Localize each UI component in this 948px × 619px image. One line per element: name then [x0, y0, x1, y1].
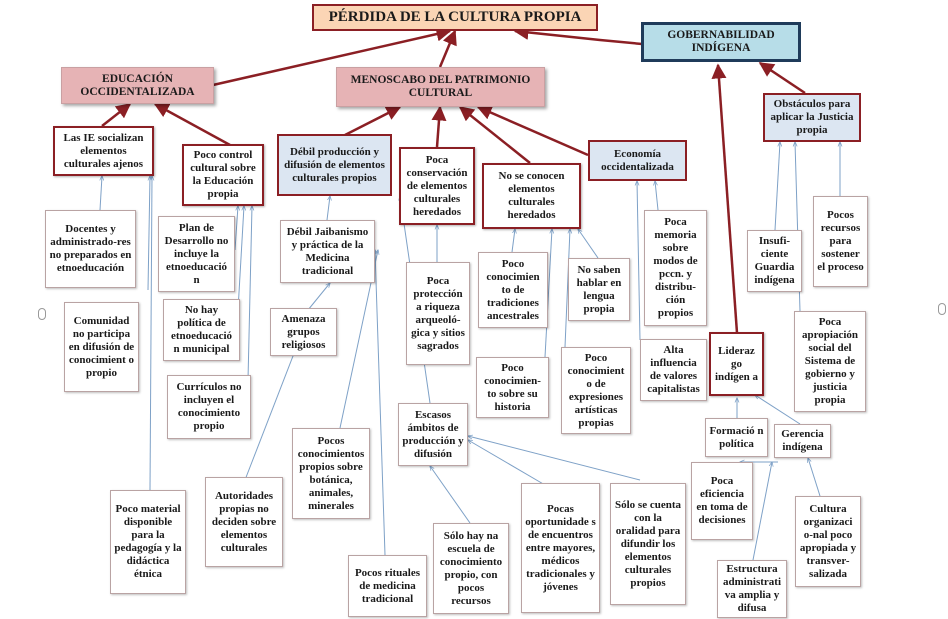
node-comunidad: Comunidad no participa en difusión de co… — [64, 302, 139, 392]
slide-handle-right — [938, 303, 946, 315]
link-expresiones — [564, 229, 570, 348]
link-rituales — [375, 250, 386, 556]
node-amenaza: Amenaza grupos religiosos — [270, 308, 337, 356]
node-menoscabo: MENOSCABO DEL PATRIMONIO CULTURAL — [336, 67, 545, 107]
link-plan — [234, 206, 238, 251]
link-material — [149, 176, 152, 491]
node-economia: Economía occidentalizada — [588, 140, 687, 181]
link-pococontrol-educacion — [153, 102, 231, 147]
link-economia-menoscabo — [476, 105, 589, 157]
node-formacion: Formació n política — [705, 418, 768, 457]
slide-handle-left — [38, 308, 46, 320]
node-poca-proteccion: Poca protección a riqueza arqueoló-gica … — [406, 262, 470, 365]
node-curriculos: Currículos no incluyen el conocimiento p… — [167, 375, 251, 439]
node-insuficiente: Insufi-ciente Guardia indígena — [747, 230, 802, 292]
link-pocas-oport — [468, 440, 546, 486]
node-poco-conoc-hist: Poco conocimien-to sobre su historia — [476, 357, 549, 418]
link-tradiciones — [511, 229, 515, 253]
link-estructura — [752, 462, 772, 561]
node-pocos-rituales: Pocos rituales de medicina tradicional — [348, 555, 427, 617]
node-gobernabilidad: GOBERNABILIDAD INDÍGENA — [641, 22, 801, 62]
link-comunidad — [147, 176, 150, 291]
node-solo-oralidad: Sólo se cuenta con la oralidad para difu… — [610, 483, 686, 605]
link-docentes — [100, 176, 102, 211]
node-estructura: Estructura administrati va amplia y difu… — [717, 560, 787, 618]
link-jaibanismo — [326, 196, 330, 221]
link-gobernabilidad-root — [513, 24, 643, 46]
node-pocos-recursos: Pocos recursos para sostener el proceso — [813, 196, 868, 287]
link-politica — [237, 206, 244, 311]
root-title: PÉRDIDA DE LA CULTURA PROPIA — [312, 4, 598, 31]
node-cultura-org: Cultura organizaci o-nal poco apropiada … — [795, 496, 861, 587]
node-poco-control: Poco control cultural sobre la Educación… — [182, 144, 264, 206]
link-educacion-root — [212, 26, 452, 87]
node-plan-desarrollo: Plan de Desarrollo no incluye la etnoedu… — [158, 216, 235, 292]
link-obstaculos-gob — [758, 61, 806, 95]
node-solo-escuela: Sólo hay na escuela de conocimiento prop… — [433, 523, 509, 614]
link-amenaza — [307, 283, 330, 311]
node-poca-memoria: Poca memoria sobre modos de pccn. y dist… — [644, 210, 707, 326]
link-noconocen-menoscabo — [458, 106, 531, 164]
node-no-politica: No hay política de etnoeducació n munici… — [163, 299, 240, 361]
link-cultura — [808, 458, 821, 497]
node-autoridades: Autoridades propias no deciden sobre ele… — [205, 477, 283, 567]
link-menoscabo-root — [438, 29, 457, 68]
link-curriculos — [247, 206, 252, 381]
node-pocos-conocimientos: Pocos conocimientos propios sobre botáni… — [292, 428, 370, 519]
link-gerencia — [755, 395, 801, 425]
node-obstaculos: Obstáculos para aplicar la Justicia prop… — [763, 93, 861, 142]
link-oralidad — [468, 436, 641, 481]
node-no-saben: No saben hablar en lengua propia — [568, 258, 630, 321]
node-ie-socializan: Las IE socializan elementos culturales a… — [53, 126, 154, 176]
node-pocas-oport: Pocas oportunidade s de encuentros entre… — [521, 483, 600, 613]
node-debil-jaibanismo: Débil Jaibanismo y práctica de la Medici… — [280, 220, 375, 283]
node-poca-apropiacion: Poca apropiación social del Sistema de g… — [794, 311, 866, 412]
node-poco-conoc-expr: Poco conocimient o de expresiones artíst… — [561, 347, 631, 434]
node-poca-conservacion: Poca conservación de elementos culturale… — [399, 147, 475, 225]
link-alta — [637, 181, 641, 341]
node-poca-eficiencia: Poca eficiencia en toma de decisiones — [691, 462, 753, 540]
node-alta-influencia: Alta influencia de valores capitalistas — [640, 339, 707, 401]
link-lengua — [578, 229, 599, 259]
link-debil-menoscabo — [344, 105, 402, 137]
node-debil-produccion: Débil producción y difusión de elementos… — [277, 134, 392, 196]
link-guardia — [774, 142, 780, 231]
node-educacion: EDUCACIÓN OCCIDENTALIZADA — [61, 67, 214, 104]
link-conservacion-menoscabo — [431, 105, 447, 148]
node-gerencia: Gerencia indígena — [774, 424, 831, 458]
node-poco-conoc-trad: Poco conocimien to de tradiciones ancest… — [478, 252, 548, 328]
node-escasos: Escasos ámbitos de producción y difusión — [398, 403, 468, 466]
link-historia — [544, 229, 552, 358]
node-poco-material: Poco material disponible para la pedagog… — [110, 490, 186, 594]
node-no-conocen: No se conocen elementos culturales hered… — [482, 163, 581, 229]
node-liderazgo: Lideraz go indígen a — [709, 332, 764, 396]
link-iesocial-educacion — [101, 103, 132, 127]
link-solo-escuela — [430, 466, 471, 524]
node-docentes: Docentes y administrado-res no preparado… — [45, 210, 136, 288]
link-liderazgo-gob — [711, 63, 739, 334]
link-memoria — [655, 181, 659, 211]
